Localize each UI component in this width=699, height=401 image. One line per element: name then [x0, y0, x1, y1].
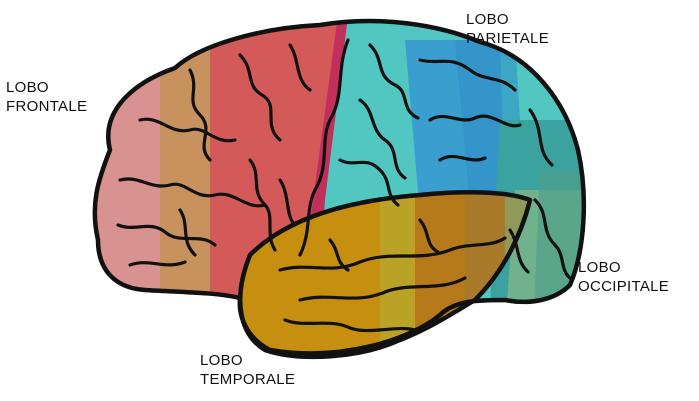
- label-frontal-line1: LOBO: [6, 78, 87, 97]
- label-frontal-line2: FRONTALE: [6, 97, 87, 116]
- label-temporal-line2: TEMPORALE: [200, 370, 295, 389]
- label-parietal-line1: LOBO: [466, 10, 549, 29]
- label-frontal-lobe: LOBO FRONTALE: [6, 78, 87, 116]
- label-occipital-line2: OCCIPITALE: [578, 277, 669, 296]
- frontal-lobe-region: [0, 0, 160, 401]
- label-temporal-lobe: LOBO TEMPORALE: [200, 351, 295, 389]
- label-occipital-line1: LOBO: [578, 258, 669, 277]
- label-occipital-lobe: LOBO OCCIPITALE: [578, 258, 669, 296]
- label-parietal-lobe: LOBO PARIETALE: [466, 10, 549, 48]
- label-parietal-line2: PARIETALE: [466, 29, 549, 48]
- label-temporal-line1: LOBO: [200, 351, 295, 370]
